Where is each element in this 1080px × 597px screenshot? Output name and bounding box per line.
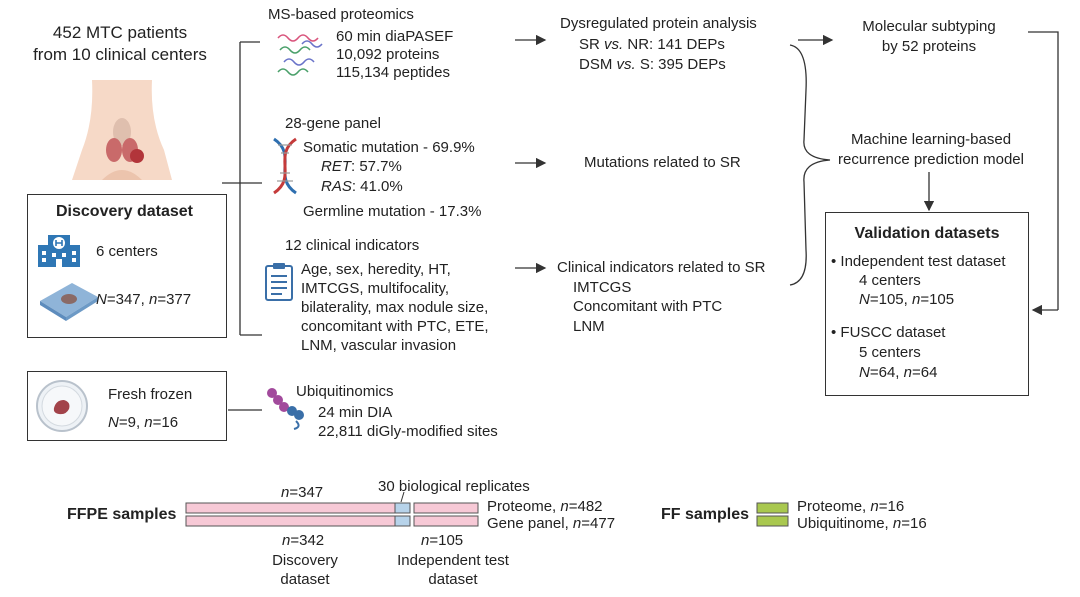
- clinical-line4: concomitant with PTC, ETE,: [301, 318, 489, 335]
- clinical-line1: Age, sex, heredity, HT,: [301, 261, 451, 278]
- ff-ubiquitinome-bar: [756, 515, 789, 527]
- clinical-line5: LNM, vascular invasion: [301, 337, 457, 354]
- clinical-sr-line1: IMTCGS: [573, 279, 632, 296]
- ubiquitinomics-line2: 22,811 diGly-modified sites: [318, 423, 498, 440]
- discovery-dataset-box: Discovery dataset 6 centers N=347, n=377: [27, 194, 227, 338]
- right-bracket: [1028, 31, 1059, 310]
- neck-thyroid-icon: [72, 80, 172, 180]
- ff-label: FF samples: [661, 506, 750, 523]
- ret-mutation: RET: 57.7%: [321, 158, 402, 175]
- independent-counts: N=105, n=105: [859, 291, 955, 308]
- ffpe-genepanel-replicate-bar: [394, 515, 411, 527]
- hospital-icon: [38, 235, 80, 267]
- fuscc-counts: N=64, n=64: [859, 364, 938, 381]
- ff-counts: N=9, n=16: [108, 414, 179, 431]
- gene-panel-title: 28-gene panel: [285, 115, 381, 132]
- clinical-line2: IMTCGS, multifocality,: [301, 280, 450, 297]
- tissue-slide-icon: [40, 283, 98, 321]
- fuscc-centers: 5 centers: [859, 344, 921, 361]
- independent-dataset-line2: dataset: [428, 571, 478, 588]
- dysregulated-title: Dysregulated protein analysis: [560, 15, 757, 32]
- clipboard-icon: [265, 263, 293, 301]
- ubiquitinomics-title: Ubiquitinomics: [296, 383, 394, 400]
- dsm-vs-s: DSM vs. S: 395 DEPs: [579, 56, 726, 73]
- ras-mutation: RAS: 41.0%: [321, 178, 403, 195]
- ffpe-label: FFPE samples: [67, 506, 177, 523]
- proteomics-line2: 10,092 proteins: [336, 46, 440, 63]
- clinical-title: 12 clinical indicators: [285, 237, 420, 254]
- ml-line1: Machine learning-based: [850, 131, 1012, 148]
- ff-proteome-bar: [756, 502, 789, 514]
- discovery-dataset-line2: dataset: [280, 571, 330, 588]
- ffpe-top-n: n=347: [281, 484, 324, 501]
- discovery-title: Discovery dataset: [56, 203, 193, 220]
- discovery-counts: N=347, n=377: [96, 291, 192, 308]
- ff-ubiquitinome-label: Ubiquitinome, n=16: [797, 515, 927, 532]
- proteomics-line3: 115,134 peptides: [336, 64, 450, 81]
- petri-dish-icon: [36, 380, 88, 432]
- sr-vs-nr: SR vs. NR: 141 DEPs: [579, 36, 725, 53]
- independent-title: • Independent test dataset: [831, 253, 1006, 270]
- left-bracket: [222, 41, 262, 336]
- ubiquitinomics-line1: 24 min DIA: [318, 404, 393, 421]
- validation-datasets-box: Validation datasets • Independent test d…: [825, 212, 1029, 396]
- ff-title: Fresh frozen: [108, 386, 193, 403]
- ffpe-proteome-label: Proteome, n=482: [487, 498, 603, 515]
- ffpe-genepanel-discovery-bar: [185, 515, 396, 527]
- germline-mutation: Germline mutation - 17.3%: [303, 203, 482, 220]
- curly-brace: [789, 44, 831, 286]
- ffpe-genepanel-test-bar: [413, 515, 479, 527]
- somatic-mutation: Somatic mutation - 69.9%: [303, 139, 475, 156]
- replicates-label: 30 biological replicates: [378, 478, 530, 495]
- subtyping-line1: Molecular subtyping: [862, 18, 996, 35]
- subtyping-line2: by 52 proteins: [881, 38, 977, 55]
- clinical-sr-title: Clinical indicators related to SR: [557, 259, 766, 276]
- ffpe-bottom-right-n: n=105: [421, 532, 464, 549]
- peptides-icon: [277, 34, 323, 76]
- cohort-line2: from 10 clinical centers: [33, 45, 207, 64]
- clinical-line3: bilaterality, max nodule size,: [301, 299, 489, 316]
- ffpe-bottom-left-n: n=342: [282, 532, 325, 549]
- mutations-sr: Mutations related to SR: [584, 154, 741, 171]
- dna-icon: [273, 137, 297, 195]
- cohort-line1: 452 MTC patients: [52, 23, 188, 42]
- independent-centers: 4 centers: [859, 272, 921, 289]
- independent-dataset-line1: Independent test: [397, 552, 509, 569]
- discovery-dataset-line1: Discovery: [272, 552, 338, 569]
- clinical-sr-line2: Concomitant with PTC: [573, 298, 723, 315]
- clinical-sr-line3: LNM: [573, 318, 605, 335]
- replicates-pointer: [400, 491, 405, 503]
- ffpe-proteome-discovery-bar: [185, 502, 396, 514]
- validation-title: Validation datasets: [854, 225, 1000, 242]
- discovery-centers: 6 centers: [96, 243, 158, 260]
- ml-line2: recurrence prediction model: [838, 151, 1024, 168]
- ffpe-proteome-replicate-bar: [394, 502, 411, 514]
- proteomics-title: MS-based proteomics: [268, 6, 414, 23]
- ff-proteome-label: Proteome, n=16: [797, 498, 905, 515]
- fuscc-title: • FUSCC dataset: [831, 324, 946, 341]
- ubiquitin-icon: [267, 388, 304, 430]
- ffpe-genepanel-label: Gene panel, n=477: [487, 515, 616, 532]
- proteomics-line1: 60 min diaPASEF: [336, 28, 454, 45]
- fresh-frozen-box: Fresh frozen N=9, n=16: [27, 371, 227, 441]
- ffpe-proteome-test-bar: [413, 502, 479, 514]
